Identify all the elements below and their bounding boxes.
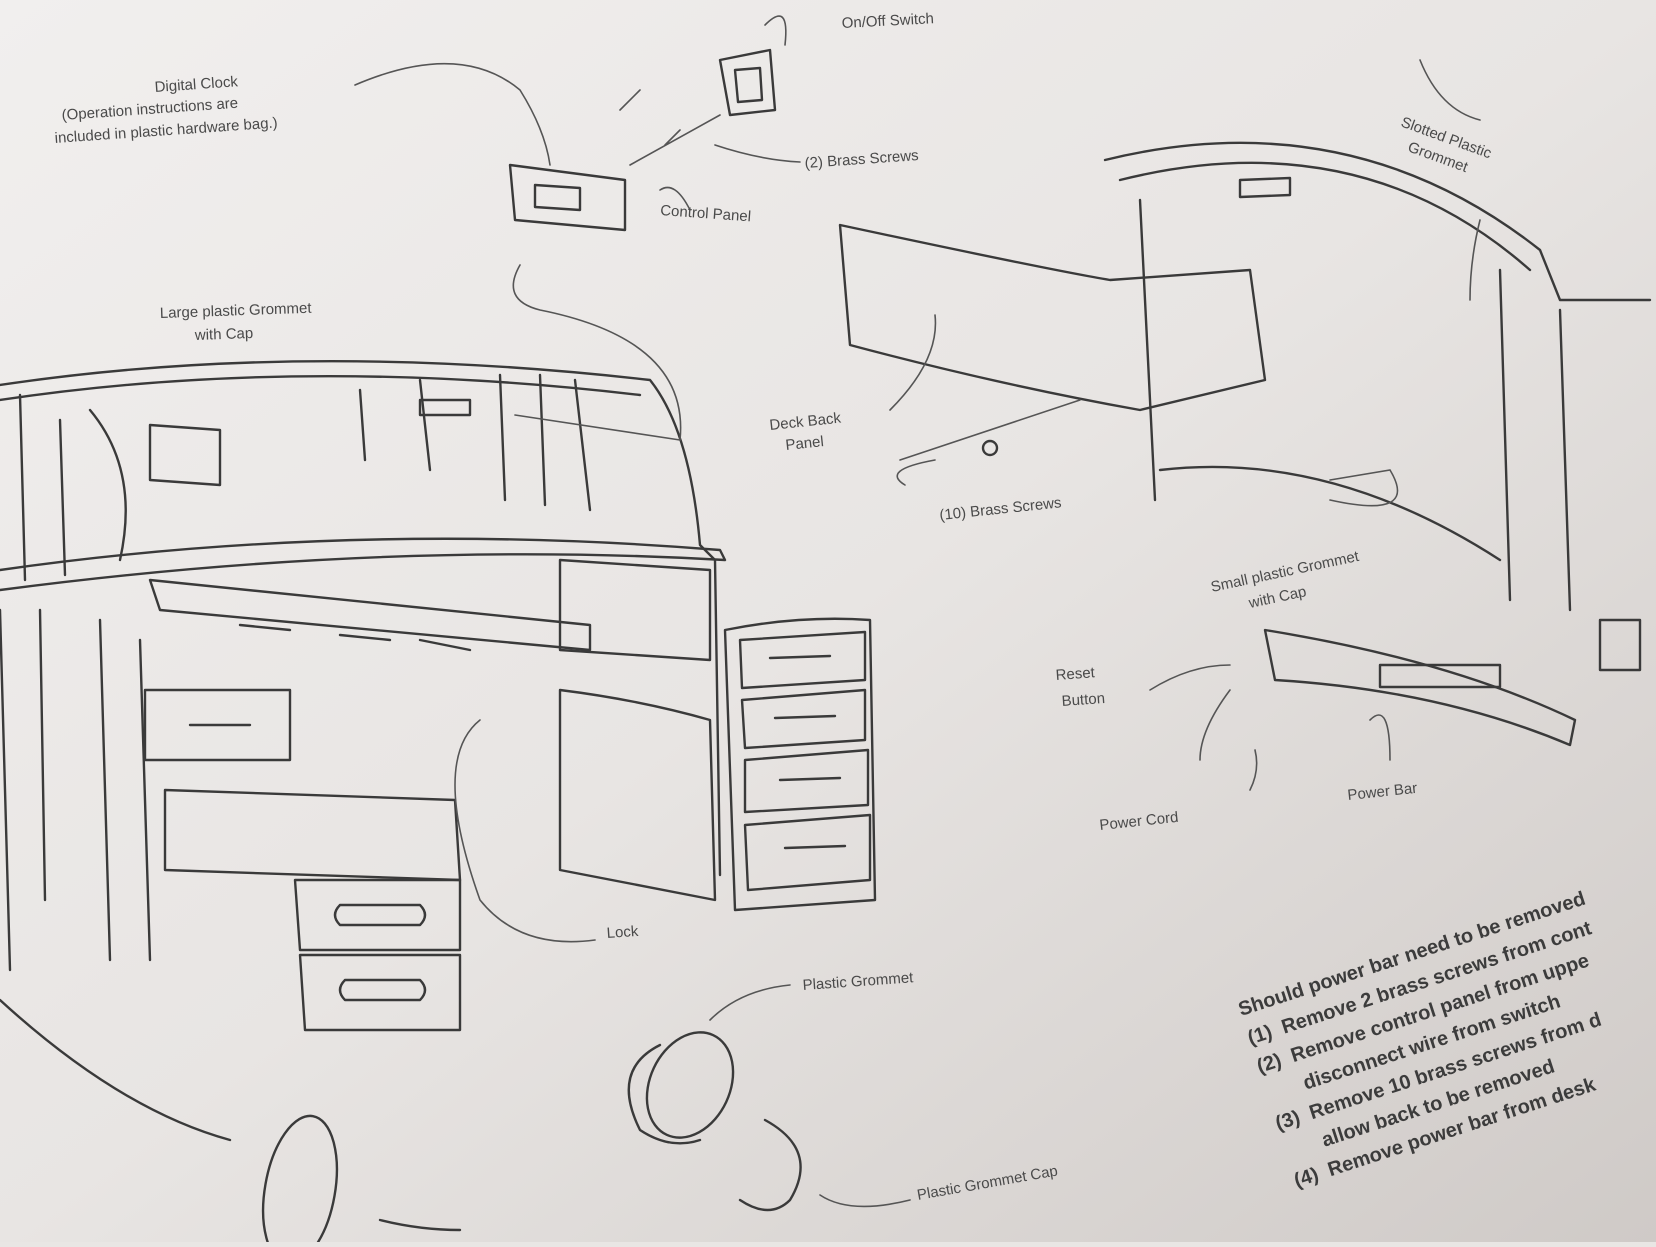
control-panel-drawing [354,15,801,441]
grommet-drawings [0,719,911,1247]
label-digital-clock: Digital Clock [154,73,239,96]
desk-hutch-drawing [1103,59,1652,612]
deck-back-panel-drawing [838,223,1267,486]
label-large-grommet: Large plastic Grommet [160,300,313,322]
label-reset-button: Reset [1055,664,1096,684]
label-control-panel: Control Panel [660,202,752,225]
label-lock: Lock [606,923,639,942]
label-large-grommet-cap: with Cap [194,325,254,344]
label-reset-button-2: Button [1061,690,1105,710]
label-on-off-switch: On/Off Switch [841,10,934,32]
label-deck-back-panel-2: Panel [785,433,825,454]
removal-instructions: Should power bar need to be removed (1) … [1236,888,1604,1192]
power-bar-drawing [1149,618,1642,791]
roll-top-desk-drawing [0,359,877,1032]
